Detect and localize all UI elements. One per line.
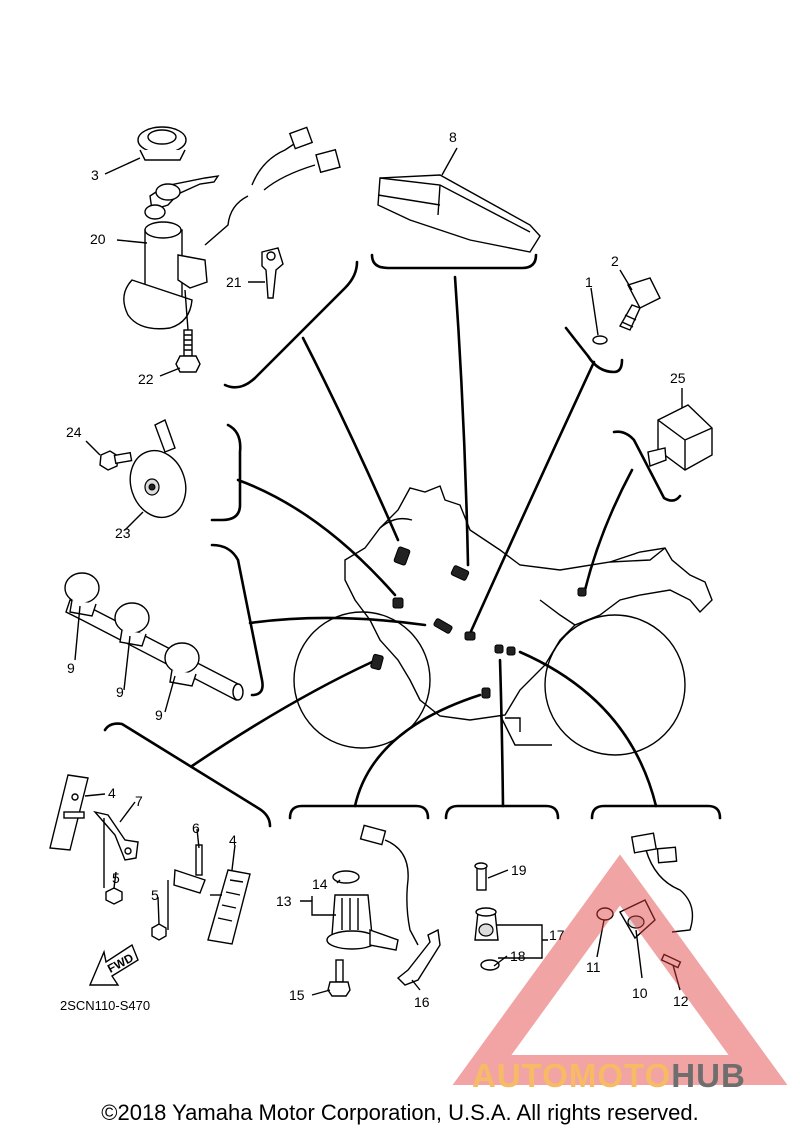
sensor-2 (592, 277, 661, 345)
callout-11: 11 (586, 959, 601, 975)
copyright-notice: ©2018 Yamaha Motor Corporation, U.S.A. A… (101, 1100, 699, 1125)
bolt-22 (183, 329, 193, 357)
callout-8: 8 (449, 129, 457, 145)
watermark-logo: AUTOMOTOHUB (452, 854, 788, 1094)
gasket-1 (592, 335, 608, 345)
relay-25 (647, 404, 713, 471)
sensor-group-10 (596, 832, 694, 969)
callout-3: 3 (91, 167, 99, 183)
callout-9c: 9 (155, 707, 163, 723)
nut-5-left (105, 887, 123, 905)
leader-lines (190, 275, 658, 808)
callout-leaders (74, 147, 683, 996)
watermark-automoto: AUTOMOTO (472, 1057, 671, 1094)
sensor-group-17 (474, 862, 500, 971)
callout-1: 1 (585, 274, 593, 290)
main-switch-connector-a (288, 126, 314, 150)
callout-6: 6 (192, 820, 200, 836)
switch-group-left (49, 774, 251, 945)
motorcycle-outline (293, 485, 713, 756)
bracket-16 (396, 928, 441, 986)
nut-5-right (151, 923, 167, 941)
part-code: 2SCN110-S470 (60, 998, 150, 1013)
horn-23 (99, 419, 187, 519)
main-switch-assembly (123, 126, 341, 373)
callout-19: 19 (511, 862, 527, 878)
o-ring-14 (332, 870, 360, 884)
callout-16: 16 (414, 994, 430, 1010)
callout-10: 10 (632, 985, 648, 1001)
main-switch-connector-b (315, 148, 341, 174)
ecu-8 (377, 174, 541, 253)
o-ring-11 (596, 907, 614, 921)
callout-14: 14 (312, 876, 328, 892)
callout-20: 20 (90, 231, 106, 247)
svg-text:AUTOMOTOHUB: AUTOMOTOHUB (472, 1057, 746, 1094)
group-frames (103, 253, 722, 828)
callout-5b: 5 (151, 887, 159, 903)
callout-9a: 9 (67, 660, 75, 676)
callout-5a: 5 (112, 870, 120, 886)
callout-24: 24 (66, 424, 82, 440)
callout-22: 22 (138, 371, 154, 387)
bolt-12 (660, 953, 682, 969)
callout-17: 17 (549, 927, 565, 943)
callout-numbers: 3 20 21 22 8 1 2 25 24 23 9 9 9 4 7 5 5 … (66, 129, 689, 1010)
o-ring-18 (480, 959, 500, 971)
callout-9b: 9 (116, 684, 124, 700)
callout-15: 15 (289, 987, 305, 1003)
bulb-socket-harness-9 (64, 572, 244, 702)
sender-group (326, 824, 441, 997)
callout-12: 12 (673, 993, 689, 1009)
bolt-24 (99, 450, 119, 471)
callout-18: 18 (510, 948, 526, 964)
key-21 (261, 247, 284, 299)
callout-23: 23 (115, 525, 131, 541)
callout-7: 7 (135, 793, 143, 809)
callout-4a: 4 (108, 785, 116, 801)
callout-2: 2 (611, 253, 619, 269)
fwd-arrow: FWD (88, 943, 139, 986)
callout-21: 21 (226, 274, 242, 290)
callout-25: 25 (670, 370, 686, 386)
switch-6 (173, 869, 206, 894)
callout-4b: 4 (229, 832, 237, 848)
bolt-15 (335, 959, 344, 983)
watermark-hub: HUB (671, 1057, 746, 1094)
callout-13: 13 (276, 893, 292, 909)
